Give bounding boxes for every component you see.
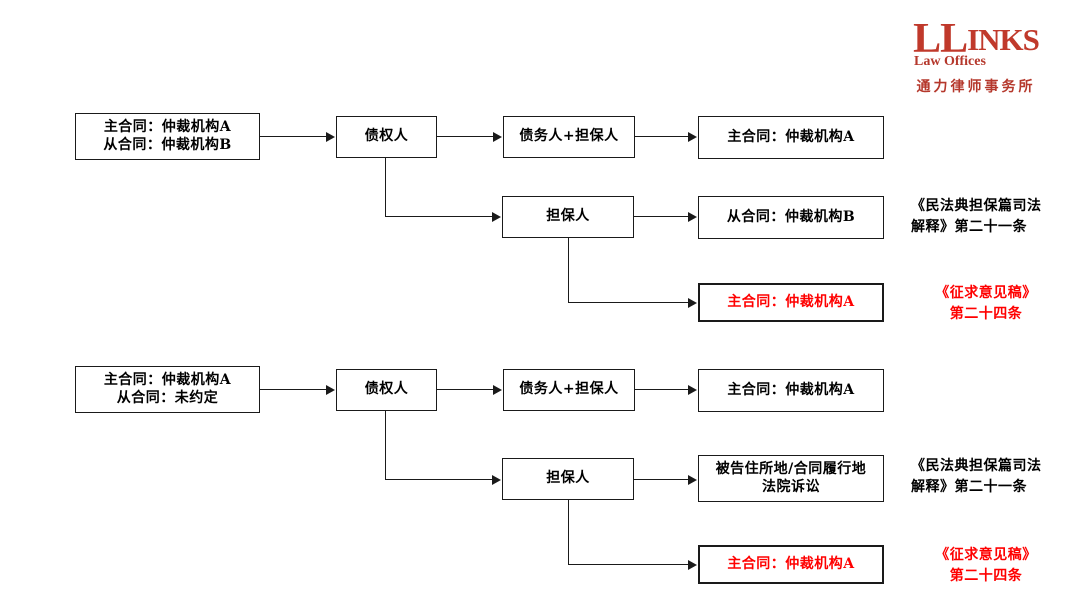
flow1-connector-to-guarantor [385, 216, 492, 217]
flow2-connector-start-to-creditor [260, 389, 326, 390]
flow1-arrow-debtor-to-result [688, 132, 697, 142]
flow2-arrow-to-red-result [688, 560, 697, 570]
logo-chinese-name: 通力律师事务所 [916, 79, 1036, 95]
flow1-arrow-to-red-result [688, 298, 697, 308]
flow2-creditor-box: 债权人 [336, 369, 437, 411]
flow1-connector-guarantor-drop [568, 238, 569, 302]
flow2-red-annotation: 《征求意见稿》 第二十四条 [935, 547, 1037, 584]
logo-wordmark-inks: INKS [967, 22, 1040, 57]
flow1-connector-start-to-creditor [260, 136, 326, 137]
flow1-red-result-box: 主合同：仲裁机构A [698, 283, 884, 322]
flow2-connector-to-guarantor [385, 479, 492, 480]
flow2-arrow-creditor-to-debtor [493, 385, 502, 395]
flow1-guarantor-result-box: 从合同：仲裁机构B [698, 196, 884, 239]
flow1-connector-guarantor-to-result [634, 216, 688, 217]
flow2-arrow-to-guarantor [492, 475, 501, 485]
flow2-guarantor-box: 担保人 [502, 458, 634, 500]
logo-wordmark: LLINKS [888, 18, 1064, 60]
flow2-connector-creditor-to-debtor [437, 389, 493, 390]
flow2-arrow-debtor-to-result [688, 385, 697, 395]
flow1-connector-creditor-to-debtor [437, 136, 493, 137]
flow2-start-box: 主合同：仲裁机构A 从合同：未约定 [75, 366, 260, 413]
flow2-arrow-guarantor-to-result [688, 475, 697, 485]
llinks-logo: LLINKS Law Offices 通力律师事务所 [888, 18, 1064, 98]
flow2-connector-creditor-drop [385, 411, 386, 479]
flow1-guarantor-box: 担保人 [502, 196, 634, 238]
flow1-red-annotation: 《征求意见稿》 第二十四条 [935, 285, 1037, 322]
flow2-connector-to-red-result [568, 564, 688, 565]
flow1-connector-debtor-to-result [635, 136, 688, 137]
flow1-creditor-box: 债权人 [336, 116, 437, 158]
flow1-guarantor-annotation: 《民法典担保篇司法解释》第二十一条 [911, 198, 1042, 235]
logo-subtitle: Law Offices [914, 54, 986, 69]
flow1-debtor-party-box: 债务人+担保人 [503, 116, 635, 158]
flow1-arrow-guarantor-to-result [688, 212, 697, 222]
flow2-connector-debtor-to-result [635, 389, 688, 390]
flow1-arrow-to-guarantor [492, 212, 501, 222]
flow1-start-box: 主合同：仲裁机构A 从合同：仲裁机构B [75, 113, 260, 160]
flow1-connector-creditor-drop [385, 158, 386, 216]
flow2-guarantor-annotation: 《民法典担保篇司法解释》第二十一条 [911, 458, 1042, 495]
flow1-arrow-start-to-creditor [326, 132, 335, 142]
logo-wordmark-ll: LL [913, 16, 968, 62]
flow2-debtor-result-box: 主合同：仲裁机构A [698, 369, 884, 412]
flow2-arrow-start-to-creditor [326, 385, 335, 395]
flow2-red-result-box: 主合同：仲裁机构A [698, 545, 884, 584]
flow2-guarantor-result-box: 被告住所地/合同履行地 法院诉讼 [698, 455, 884, 502]
flow2-connector-guarantor-to-result [634, 479, 688, 480]
flow2-connector-guarantor-drop [568, 500, 569, 564]
flow1-debtor-result-box: 主合同：仲裁机构A [698, 116, 884, 159]
flow2-debtor-party-box: 债务人+担保人 [503, 369, 635, 411]
flow1-arrow-creditor-to-debtor [493, 132, 502, 142]
flow1-connector-to-red-result [568, 302, 688, 303]
